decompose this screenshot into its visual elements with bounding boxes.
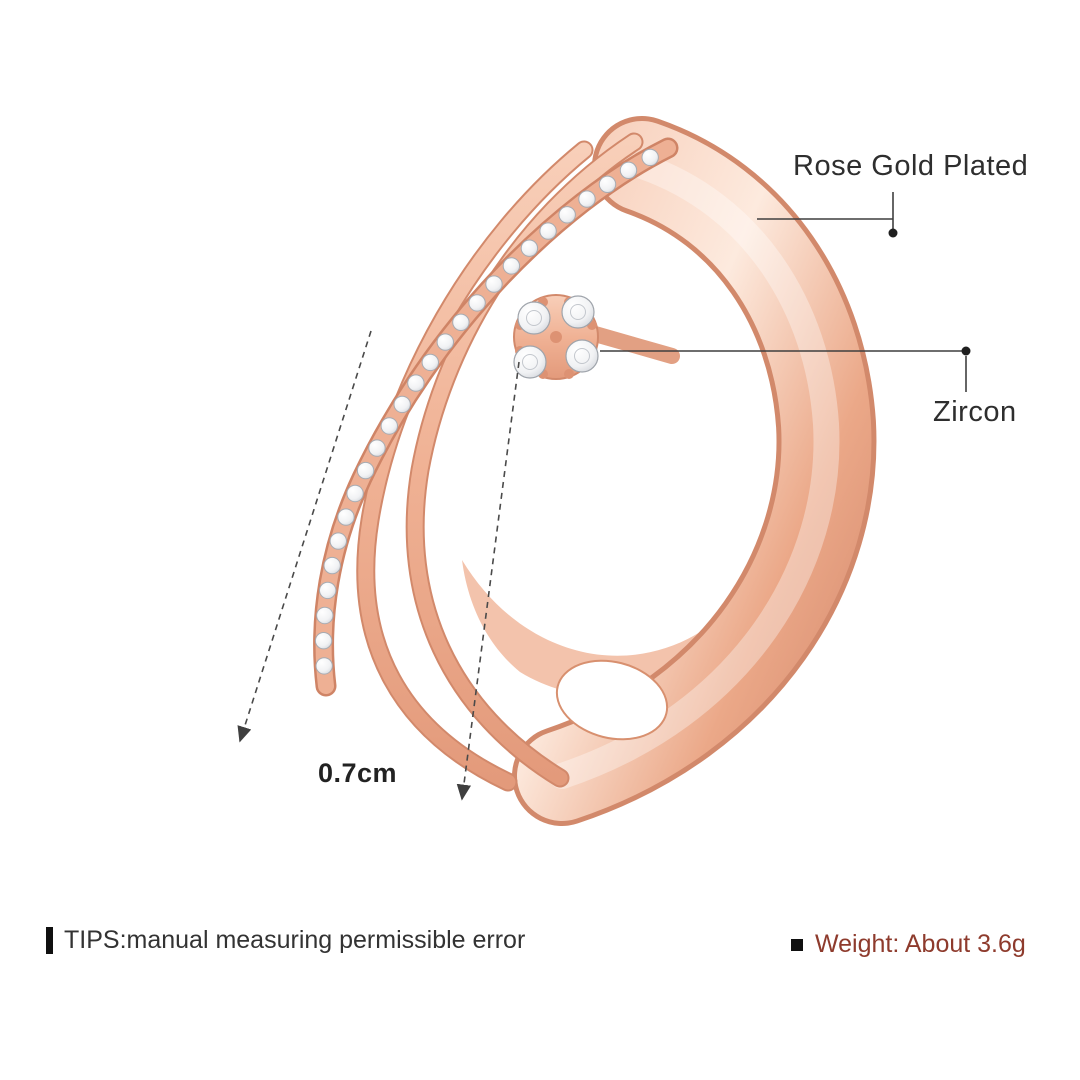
tips-note: TIPS:manual measuring permissible error xyxy=(46,926,525,955)
flower-zircon-stones xyxy=(513,295,599,379)
tips-marker-icon xyxy=(46,927,53,954)
pave-stones xyxy=(314,148,659,675)
weight-note: Weight: About 3.6g xyxy=(791,930,1026,959)
zircon-callout-line xyxy=(600,346,971,392)
weight-text: Weight: About 3.6g xyxy=(815,930,1026,958)
ring-main-band xyxy=(512,116,877,826)
material-label: Rose Gold Plated xyxy=(793,150,1029,182)
stone-label: Zircon xyxy=(933,396,1017,428)
width-label: 0.7cm xyxy=(318,758,398,788)
flower-cluster xyxy=(513,294,680,380)
weight-marker-icon xyxy=(791,938,803,951)
width-dimension-lines xyxy=(237,330,520,801)
pave-band xyxy=(313,137,679,697)
band-cutout-hole xyxy=(555,659,669,741)
material-callout-line xyxy=(757,192,898,238)
tips-text: TIPS:manual measuring permissible error xyxy=(64,926,526,954)
